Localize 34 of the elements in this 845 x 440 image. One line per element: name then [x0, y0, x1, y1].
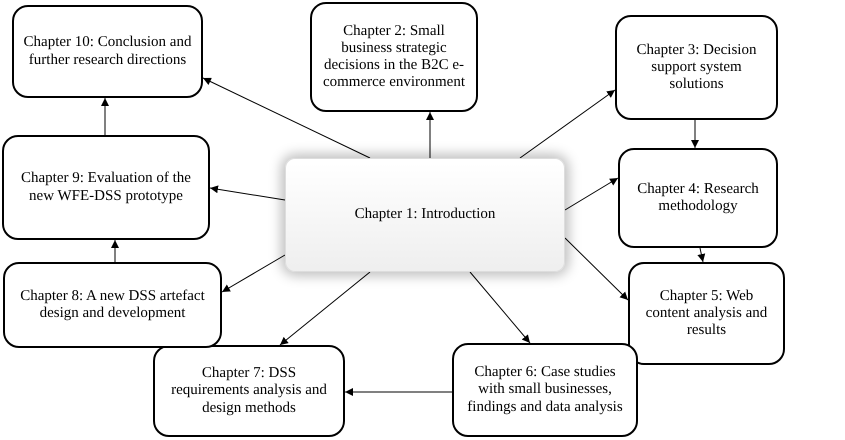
box-text: Chapter 5: Web content analysis and results [644, 288, 768, 340]
arrow [344, 388, 452, 396]
arrow [202, 78, 370, 158]
arrow [697, 248, 706, 262]
arrow [111, 240, 119, 262]
box-text: Chapter 4: Research methodology [636, 180, 760, 216]
arrow [564, 178, 618, 210]
arrow [426, 112, 434, 158]
arrow [280, 272, 370, 346]
arrow [222, 254, 286, 292]
box-text: Chapter 10: Conclusion and further research directions [22, 34, 192, 69]
chapter-box [628, 262, 785, 365]
chapter-box [310, 2, 478, 112]
box-text: Chapter 7: DSS requirements analysis and design methods [170, 365, 328, 417]
box-text: Chapter 3: Decision support system solutions [636, 42, 758, 94]
box-text: Chapter 1: Introduction [354, 206, 496, 224]
chapter-box [3, 262, 222, 348]
arrow [470, 272, 530, 344]
arrow [520, 90, 616, 158]
box-text: Chapter 6: Case studies with small businesses, findings and data analysis [466, 364, 624, 416]
chapter-box [12, 5, 203, 98]
box-text: Chapter 2: Small business strategic decisions in the B2C e-commerce environment [322, 22, 466, 92]
arrow [101, 98, 109, 136]
chapter-box [618, 148, 778, 248]
chapter-box [2, 135, 210, 240]
arrow [210, 185, 286, 200]
chapter-box [452, 343, 638, 437]
chapter-box [153, 345, 345, 437]
chapter-box [615, 15, 778, 120]
arrow [564, 238, 628, 300]
box-text: Chapter 8: A new DSS artefact design and development [19, 288, 206, 322]
arrow [691, 120, 699, 148]
box-text: Chapter 9: Evaluation of the new WFE-DSS prototype [20, 170, 192, 205]
central-box [285, 158, 565, 272]
